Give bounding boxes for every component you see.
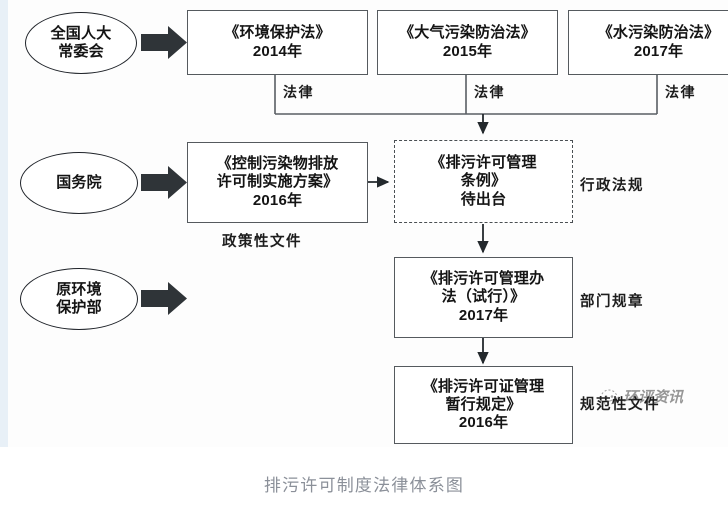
actor-state-council[interactable]: 国务院 xyxy=(20,152,138,214)
category-label-administrative-regulation: 行政法规 xyxy=(580,178,644,194)
block-arrow-npc xyxy=(141,26,187,59)
doc-line-regulation-1: 《排污许可管理 xyxy=(430,154,537,172)
actor-npc-line-2: 常委会 xyxy=(58,43,104,60)
law-box-env-protection-law[interactable]: 《环境保护法》 2014年 xyxy=(187,10,368,75)
document-box-permit-management-measures[interactable]: 《排污许可管理办 法（试行）》 2017年 xyxy=(394,257,573,338)
actor-mep-line-1: 原环境 xyxy=(56,280,102,298)
left-edge-tint xyxy=(0,0,8,447)
block-arrow-state-council xyxy=(141,166,187,199)
actor-state-council-line-1: 国务院 xyxy=(56,173,102,191)
document-box-permit-management-regulation[interactable]: 《排污许可管理 条例》 待出台 xyxy=(394,140,573,223)
actor-mep[interactable]: 原环境 保护部 xyxy=(20,268,138,330)
doc-line-plan-1: 《控制污染物排放 xyxy=(216,155,339,173)
edge-label-law-3: 法律 xyxy=(665,86,696,101)
doc-line-regulation-2: 条例》 xyxy=(460,172,507,190)
category-label-departmental-rule: 部门规章 xyxy=(580,294,644,310)
connector-layer xyxy=(141,26,658,365)
law-year-water-pollution-law: 2017年 xyxy=(633,42,684,60)
doc-line-measures-2: 法（试行）》 xyxy=(441,288,526,306)
law-bus-lines xyxy=(274,75,658,115)
actor-mep-line-2: 保护部 xyxy=(56,299,102,316)
law-year-air-pollution-law: 2015年 xyxy=(442,42,493,60)
law-title-water-pollution-law: 《水污染防治法》 xyxy=(597,24,720,42)
law-title-env-protection-law: 《环境保护法》 xyxy=(224,24,331,42)
category-label-policy-document: 政策性文件 xyxy=(222,234,302,250)
figure-caption-text: 排污许可制度法律体系图 xyxy=(263,476,465,495)
law-title-air-pollution-law: 《大气污染防治法》 xyxy=(399,24,536,42)
law-box-air-pollution-law[interactable]: 《大气污染防治法》 2015年 xyxy=(377,10,558,75)
doc-line-provisions-2: 暂行规定》 xyxy=(445,395,522,413)
doc-line-plan-3: 2016年 xyxy=(252,191,303,209)
figure-caption: 排污许可制度法律体系图 xyxy=(0,447,728,520)
doc-line-provisions-1: 《排污许可证管理 xyxy=(422,377,545,395)
document-box-permit-interim-provisions[interactable]: 《排污许可证管理 暂行规定》 2016年 xyxy=(394,366,573,444)
doc-line-measures-3: 2017年 xyxy=(458,306,509,324)
block-arrow-mep xyxy=(141,282,187,315)
actor-npc[interactable]: 全国人大 常委会 xyxy=(25,12,137,74)
figure-canvas: 全国人大 常委会 国务院 原环境 保护部 《环境保护法》 2014年 《大气污染… xyxy=(0,0,728,447)
law-year-env-protection-law: 2014年 xyxy=(252,42,303,60)
doc-line-regulation-3: 待出台 xyxy=(460,190,507,208)
law-box-water-pollution-law[interactable]: 《水污染防治法》 2017年 xyxy=(568,10,728,75)
document-box-permit-implementation-plan[interactable]: 《控制污染物排放 许可制实施方案》 2016年 xyxy=(187,142,368,223)
edge-label-law-1: 法律 xyxy=(283,86,314,101)
actor-npc-line-1: 全国人大 xyxy=(50,24,112,42)
doc-line-measures-1: 《排污许可管理办 xyxy=(422,270,545,288)
category-label-normative-document: 规范性文件 xyxy=(580,397,660,413)
doc-line-plan-2: 许可制实施方案》 xyxy=(216,173,339,191)
doc-line-provisions-3: 2016年 xyxy=(458,414,509,432)
edge-label-law-2: 法律 xyxy=(474,86,505,101)
